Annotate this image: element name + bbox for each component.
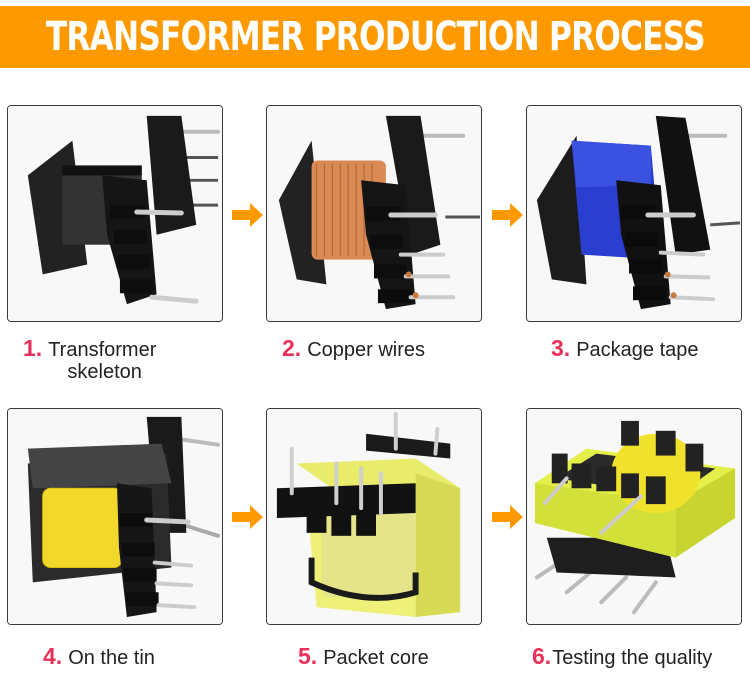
step-4-title: On the tin — [68, 647, 155, 669]
step-1-title: Transformer — [48, 339, 157, 361]
step-3-image — [526, 105, 742, 322]
step-4-label: 4.On the tin — [43, 643, 155, 670]
step-5-label: 5.Packet core — [298, 643, 429, 670]
step-3-number: 3. — [551, 335, 571, 361]
step-6-title: Testing the quality — [552, 647, 713, 669]
page-title: TRANSFORMER PRODUCTION PROCESS — [45, 14, 706, 60]
step-6-label: 6.Testing the quality — [532, 643, 713, 670]
step-1-number: 1. — [23, 335, 43, 361]
step-4-image — [7, 408, 223, 625]
bobbin-skeleton-image — [8, 106, 222, 321]
arrow-right-icon — [232, 505, 263, 529]
step-2-number: 2. — [282, 335, 302, 361]
step-6-number: 6. — [532, 643, 552, 669]
step-5-image — [266, 408, 482, 625]
core-assembly-image — [267, 409, 481, 624]
step-4-number: 4. — [43, 643, 63, 669]
finished-transformer-image — [527, 409, 741, 624]
arrow-right-icon — [492, 203, 523, 227]
step-6-image — [526, 408, 742, 625]
step-2-label: 2.Copper wires — [282, 335, 426, 362]
tinned-bobbin-image — [8, 409, 222, 624]
arrow-right-icon — [492, 505, 523, 529]
step-1-title-line2: skeleton — [67, 361, 142, 383]
step-5-number: 5. — [298, 643, 318, 669]
header-banner: TRANSFORMER PRODUCTION PROCESS — [0, 6, 750, 68]
step-2-title: Copper wires — [307, 339, 426, 361]
step-1-image — [7, 105, 223, 322]
step-2-image — [266, 105, 482, 322]
step-5-title: Packet core — [323, 647, 429, 669]
copper-winding-image — [267, 106, 481, 321]
step-3-title: Package tape — [576, 339, 699, 361]
blue-tape-image — [527, 106, 741, 321]
step-3-label: 3.Package tape — [551, 335, 699, 362]
arrow-right-icon — [232, 203, 263, 227]
step-1-label: 1.Transformer skeleton — [23, 335, 157, 384]
